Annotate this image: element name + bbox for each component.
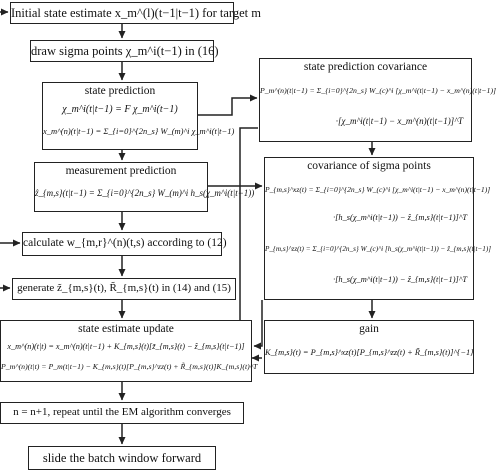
calculate-weights-box: calculate w_{m,r}^(n)(t,s) according to … <box>22 232 227 256</box>
measurement-prediction-box: measurement prediction ẑ_{m,s}(t|t−1) = … <box>34 162 255 212</box>
generate-box: generate z̃_{m,s}(t), R̃_{m,s}(t) in (14… <box>12 278 236 300</box>
gain-eq: K_{m,s}(t) = P_{m,s}^xz(t)[P_{m,s}^zz(t)… <box>265 348 474 357</box>
generate-text: generate z̃_{m,s}(t), R̃_{m,s}(t) in (14… <box>17 282 231 294</box>
state-estimate-update-eq-1: x_m^(n)(t|t) = x_m^(n)(t|t−1) + K_{m,s}(… <box>7 342 245 351</box>
arrow-update-to-gain <box>253 300 263 350</box>
slide-window-text: slide the batch window forward <box>42 451 202 465</box>
state-prediction-box: state prediction χ_m^i(t|t−1) = F χ_m^i(… <box>42 82 235 150</box>
arrow-cov-pred-to-update <box>239 127 258 339</box>
state-prediction-eq-2: x_m^(n)(t|t−1) = Σ_{i=0}^{2n_s} W_(m)^i … <box>43 126 235 136</box>
sigma-points-text: draw sigma points χ_m^i(t−1) in (16) <box>31 44 219 58</box>
repeat-text: n = n+1, repeat until the EM algorithm c… <box>13 406 231 418</box>
measurement-prediction-eq: ẑ_{m,s}(t|t−1) = Σ_{i=0}^{2n_s} W_(m)^i … <box>35 188 255 198</box>
state-prediction-title: state prediction <box>84 85 156 97</box>
covariance-of-sigma-points-eq-3: P_{m,s}^zz(t) = Σ_{i=0}^{2n_s} W_(c)^i [… <box>265 245 492 253</box>
state-prediction-covariance-eq-2: ·[χ_m^i(t|t−1) − x_m^(n)(t|t−1)]^T <box>335 116 463 126</box>
covariance-of-sigma-points-eq-1: P_{m,s}^xz(t) = Σ_{i=0}^{2n_s} W_(c)^i [… <box>265 185 491 194</box>
state-prediction-covariance-eq-1: P_m^(n)(t|t−1) = Σ_{i=0}^{2n_s} W_(c)^i … <box>260 86 496 95</box>
state-estimate-update-title: state estimate update <box>78 323 174 335</box>
slide-window-box: slide the batch window forward <box>28 446 216 470</box>
covariance-of-sigma-points-eq-4: ·[h_s(χ_m^i(t|t−1)) − ẑ_{m,s}(t|t−1)]^T <box>333 275 467 284</box>
repeat-box: n = n+1, repeat until the EM algorithm c… <box>0 402 244 424</box>
gain-title: gain <box>359 323 379 335</box>
sigma-points-box: draw sigma points χ_m^i(t−1) in (16) <box>30 40 219 62</box>
state-prediction-covariance-title: state prediction covariance <box>303 61 428 73</box>
state-estimate-update-box: state estimate update x_m^(n)(t|t) = x_m… <box>0 320 258 382</box>
covariance-of-sigma-points-title: covariance of sigma points <box>307 160 431 172</box>
state-estimate-update-eq-2: P_m^(n)(t|t) = P_m(t|t−1) − K_{m,s}(t)[P… <box>1 362 258 371</box>
gain-box: gain K_{m,s}(t) = P_{m,s}^xz(t)[P_{m,s}^… <box>264 320 474 374</box>
covariance-of-sigma-points-eq-2: ·[h_s(χ_m^i(t|t−1)) − ẑ_{m,s}(t|t−1)]^T <box>333 213 467 222</box>
initial-state-text: Initial state estimate x_m^(l)(t−1|t−1) … <box>11 6 261 20</box>
covariance-of-sigma-points-box: covariance of sigma points P_{m,s}^xz(t)… <box>264 157 492 300</box>
measurement-prediction-title: measurement prediction <box>65 165 177 177</box>
calculate-weights-text: calculate w_{m,r}^(n)(t,s) according to … <box>23 237 227 249</box>
flow-arrows <box>0 8 376 445</box>
arrow-state-pred-to-cov <box>196 94 258 116</box>
state-prediction-eq-1: χ_m^i(t|t−1) = F χ_m^i(t−1) <box>62 104 178 115</box>
state-prediction-covariance-box: state prediction covariance P_m^(n)(t|t−… <box>259 58 496 142</box>
initial-state-box: Initial state estimate x_m^(l)(t−1|t−1) … <box>10 2 261 24</box>
